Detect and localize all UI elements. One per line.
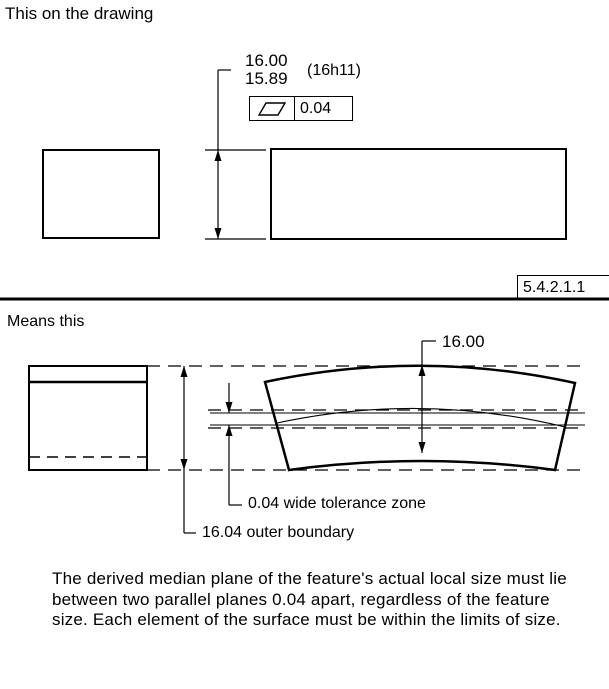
boundary-arrow-down	[180, 459, 188, 470]
zone-arrow-up	[225, 425, 233, 436]
tolerance-value: 0.04	[300, 99, 332, 117]
side-view-rect	[270, 148, 567, 240]
max-size-label: 16.00	[442, 332, 485, 351]
fit-designation: (16h11)	[307, 62, 361, 79]
feature-control-frame: 0.04	[249, 96, 353, 121]
top-heading: This on the drawing	[5, 4, 154, 23]
upper-limit: 16.00	[245, 51, 288, 70]
median-curve	[276, 407, 566, 428]
arrowhead-up	[214, 150, 222, 161]
reference-number: 5.4.2.1.1	[517, 275, 609, 300]
zone-arrow-down	[225, 402, 233, 413]
explanation-paragraph: The derived median plane of the feature'…	[52, 569, 567, 629]
bent-part-outline	[263, 364, 577, 472]
end-view-rect	[42, 149, 160, 239]
outer-boundary-label: 16.04 outer boundary	[202, 524, 355, 541]
tolerance-zone-label: 0.04 wide tolerance zone	[248, 495, 426, 512]
end-view-box	[28, 365, 148, 471]
boundary-arrow-up	[180, 366, 188, 377]
arrowhead-down	[214, 228, 222, 239]
max-size-arrow-down	[418, 442, 426, 453]
bottom-heading: Means this	[7, 313, 85, 330]
lower-limit: 15.89	[245, 69, 288, 88]
flatness-parallelogram-icon	[250, 97, 295, 120]
max-size-arrow-up	[418, 365, 426, 376]
